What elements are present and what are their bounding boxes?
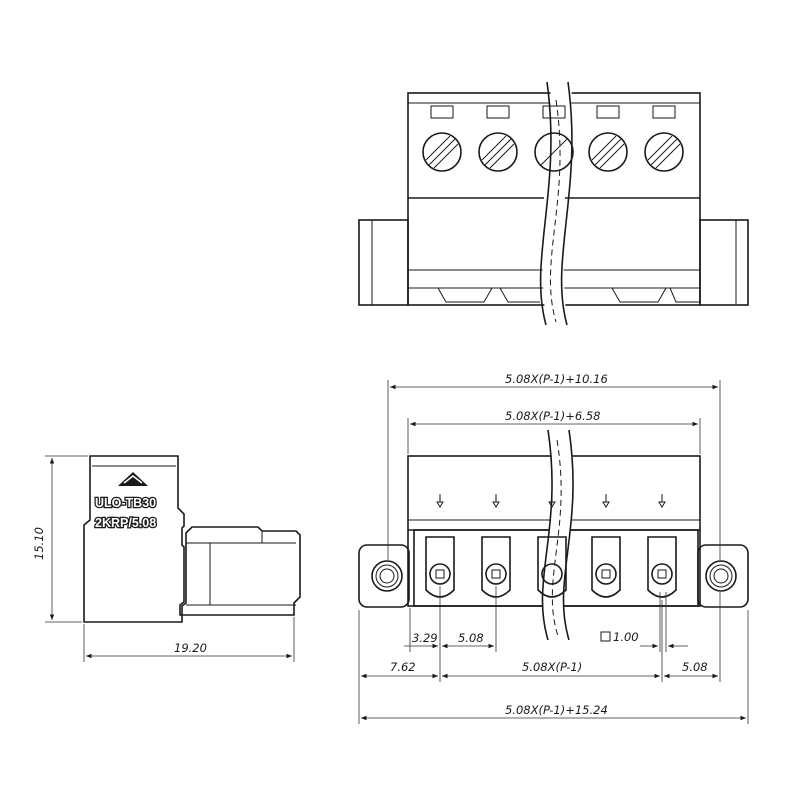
top-screw-3 (534, 105, 574, 172)
dim-span: 5.08X(P-1) (522, 660, 582, 674)
contact-5 (647, 536, 677, 598)
dim-offset: 3.29 (412, 631, 438, 645)
dim-flange: 7.62 (390, 660, 416, 674)
top-screw-4 (588, 105, 628, 172)
square-symbol (600, 631, 611, 642)
dim-body: 5.08X(P-1)+6.58 (505, 409, 600, 423)
top-screw-5 (644, 105, 684, 172)
break-line-left (539, 81, 552, 326)
contact-1 (425, 536, 455, 598)
dim-end-pitch: 5.08 (682, 660, 708, 674)
logo-line-1: ULO-TB30 (95, 496, 156, 510)
side-profile (83, 455, 301, 623)
top-screw-2 (478, 105, 518, 172)
logo-line-2: 2KRP/5.08 (95, 516, 156, 530)
top-left-flange (358, 219, 409, 306)
contact-2 (481, 536, 511, 598)
contact-4 (591, 536, 621, 598)
contact-3 (537, 536, 567, 598)
top-view (358, 81, 749, 326)
right-mount-screw (705, 560, 737, 592)
break-line-right (560, 81, 573, 326)
dim-pin: 1.00 (613, 630, 639, 644)
top-screw-1 (422, 105, 462, 172)
front-view: 5.08X(P-1)+10.16 5.08X(P-1)+6.58 3.29 5.… (358, 372, 749, 724)
front-break-line-left (541, 429, 553, 641)
dim-overall-bottom: 5.08X(P-1)+15.24 (505, 703, 608, 717)
left-flange (358, 544, 410, 608)
dim-height: 15.10 (32, 527, 46, 560)
side-view: ULO-TB30 2KRP/5.08 15.10 19.20 (32, 455, 301, 662)
brand-logo (118, 472, 148, 486)
dim-depth: 19.20 (174, 641, 207, 655)
top-right-flange (699, 219, 749, 306)
front-break-line-right (562, 429, 574, 641)
dim-pitch: 5.08 (458, 631, 484, 645)
left-mount-screw (371, 560, 403, 592)
dim-overall-top: 5.08X(P-1)+10.16 (505, 372, 608, 386)
